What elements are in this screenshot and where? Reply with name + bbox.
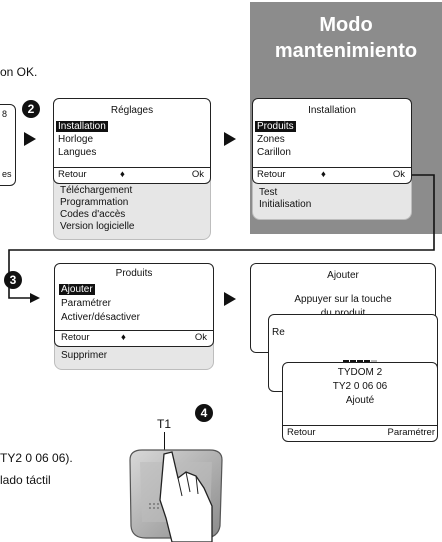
device-illustration xyxy=(129,449,223,542)
progress-back-cropped[interactable]: Re xyxy=(272,327,285,338)
t1-label: T1 xyxy=(157,417,172,431)
produits-title: Produits xyxy=(115,268,153,279)
back-button[interactable]: Retour xyxy=(257,169,286,180)
reglages-bottom-bar: Retour ♦ Ok xyxy=(54,167,210,182)
ajouter-title: Ajouter xyxy=(327,270,359,281)
tydom-confirm-screen: TYDOM 2 TY2 0 06 06 Ajouté Retour Paramé… xyxy=(282,362,438,442)
installation-bottom-bar: Retour ♦ Ok xyxy=(253,167,411,182)
ok-button[interactable]: Ok xyxy=(194,332,207,343)
arrow-icon xyxy=(224,132,236,146)
produits-item-parametrer[interactable]: Paramétrer xyxy=(61,298,112,309)
t1-pointer-line xyxy=(164,432,165,454)
step-4-marker: 4 xyxy=(195,404,213,422)
installation-item-zones[interactable]: Zones xyxy=(257,134,285,145)
ajouter-instruction-line2: du produit xyxy=(251,308,435,319)
back-button[interactable]: Retour xyxy=(61,332,90,343)
tydom-line2: TY2 0 06 06 xyxy=(332,381,388,392)
tydom-line3: Ajouté xyxy=(345,395,375,406)
cropped-left-screen xyxy=(0,104,16,186)
installation-title: Installation xyxy=(308,105,356,116)
installation-screen: Installation Produits Zones Carillon Ret… xyxy=(252,98,412,184)
reglages-extra-item[interactable]: Version logicielle xyxy=(60,221,135,232)
ajouter-instruction-line1: Appuyer sur la touche xyxy=(294,294,392,305)
produits-bottom-bar: Retour ♦ Ok xyxy=(55,330,213,345)
step-2-marker: 2 xyxy=(22,100,40,118)
reglages-extra-item[interactable]: Programmation xyxy=(60,197,129,208)
cropped-left-bottom: es xyxy=(2,169,12,179)
up-down-arrows-icon[interactable]: ♦ xyxy=(121,332,126,343)
reglages-title: Réglages xyxy=(110,105,154,116)
produits-item-activer[interactable]: Activer/désactiver xyxy=(61,312,140,323)
footnote-line1: TY2 0 06 06). xyxy=(0,451,73,465)
parametrer-button[interactable]: Paramétrer xyxy=(387,427,435,438)
reglages-item-langues[interactable]: Langues xyxy=(58,147,97,158)
ok-button[interactable]: Ok xyxy=(191,169,204,180)
reglages-screen: Réglages Installation Horloge Langues Re… xyxy=(53,98,211,184)
up-down-arrows-icon[interactable]: ♦ xyxy=(321,169,326,180)
reglages-extra-item[interactable]: Codes d'accès xyxy=(60,209,126,220)
reglages-extra-item[interactable]: Téléchargement xyxy=(60,185,133,196)
cropped-left-top: 8 xyxy=(2,109,8,119)
reglages-item-installation[interactable]: Installation xyxy=(56,121,108,132)
produits-screen: Produits Ajouter Paramétrer Activer/désa… xyxy=(54,263,214,347)
intro-text: on OK. xyxy=(0,65,38,79)
footnote-line2: lado táctil xyxy=(0,473,51,487)
installation-item-carillon[interactable]: Carillon xyxy=(257,147,291,158)
arrow-icon xyxy=(24,132,36,146)
banner-title-line1: Modo xyxy=(319,14,373,36)
produits-extra-item[interactable]: Supprimer xyxy=(61,350,108,361)
produits-item-ajouter[interactable]: Ajouter xyxy=(59,284,95,295)
ok-button[interactable]: Ok xyxy=(392,169,405,180)
back-button[interactable]: Retour xyxy=(58,169,87,180)
installation-extra-item[interactable]: Test xyxy=(259,187,278,198)
installation-item-produits[interactable]: Produits xyxy=(255,121,296,132)
installation-extra-item[interactable]: Initialisation xyxy=(259,199,312,210)
step-3-marker: 3 xyxy=(4,271,22,289)
tydom-bottom-bar: Retour Paramétrer xyxy=(283,425,437,440)
tydom-line1: TYDOM 2 xyxy=(337,367,383,378)
back-button[interactable]: Retour xyxy=(287,427,316,438)
banner-title-line2: mantenimiento xyxy=(274,40,418,62)
reglages-item-horloge[interactable]: Horloge xyxy=(58,134,94,145)
up-down-arrows-icon[interactable]: ♦ xyxy=(120,169,125,180)
arrow-icon xyxy=(224,292,236,306)
